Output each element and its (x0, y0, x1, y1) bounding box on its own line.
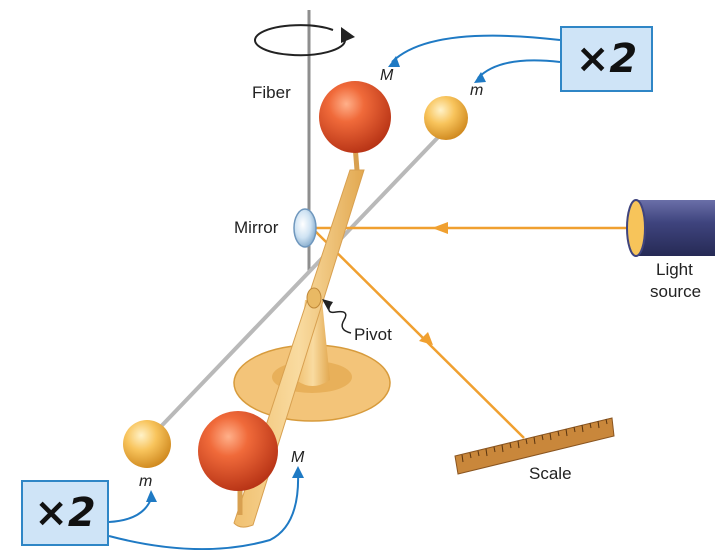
large-sphere-bottom (198, 411, 278, 491)
annotation-arrow-head-icon (146, 56, 486, 502)
label-small-mass-bottom: m (139, 473, 152, 490)
label-small-mass-top: m (470, 82, 483, 99)
label-fiber: Fiber (252, 83, 291, 102)
multiplier-box-bottom: ×2 (21, 480, 109, 546)
large-sphere-top (319, 81, 391, 153)
pivot-knob (306, 287, 322, 309)
small-sphere-top (424, 96, 468, 140)
label-light-source-line1: Light (656, 260, 693, 279)
annotation-arrow (108, 34, 561, 550)
light-source-tube (626, 199, 715, 257)
multiplier-box-top: ×2 (560, 26, 653, 92)
scale-ruler (454, 417, 615, 475)
mirror (293, 208, 317, 248)
label-pivot: Pivot (354, 325, 392, 344)
light-beam (311, 226, 632, 439)
label-scale: Scale (529, 464, 572, 483)
small-sphere-bottom (123, 420, 171, 468)
beam-arrow-icon (432, 222, 448, 234)
torsion-bar (146, 128, 447, 442)
label-mirror: Mirror (234, 218, 279, 237)
rotation-arrow-icon (254, 24, 355, 57)
pivot-arrow-icon (322, 299, 333, 310)
pivot-pointer (328, 304, 352, 334)
beam-arrow-icon (419, 332, 433, 345)
label-large-mass-bottom: M (291, 449, 305, 466)
label-light-source-line2: source (650, 282, 701, 301)
label-large-mass-top: M (380, 67, 394, 84)
